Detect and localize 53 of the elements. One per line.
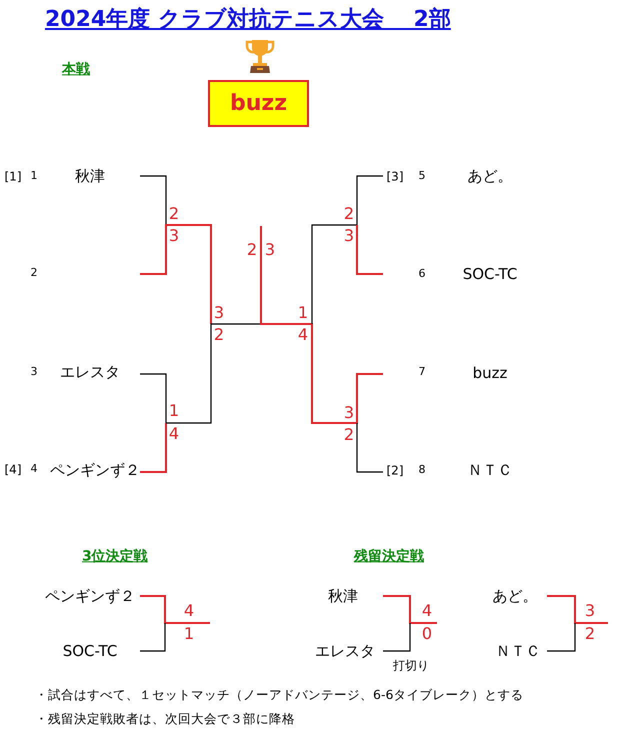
score: 2 xyxy=(214,326,224,344)
score: 2 xyxy=(246,241,258,259)
score: 4 xyxy=(298,326,308,344)
seed-number: [3] xyxy=(386,170,404,184)
section-heading: 残留決定戦 xyxy=(354,549,424,565)
score: 2 xyxy=(168,205,180,223)
score: 3 xyxy=(264,241,276,259)
draw-number: 3 xyxy=(30,366,38,378)
team-name: あど。 xyxy=(492,588,538,604)
team-name: buzz xyxy=(472,364,508,382)
score: 4 xyxy=(184,602,194,620)
team-name: エレスタ xyxy=(315,642,375,660)
champion-box: buzz xyxy=(208,80,309,127)
score: 0 xyxy=(422,625,432,643)
draw-number: 4 xyxy=(30,462,38,476)
team-name: ペンギンず２ xyxy=(45,588,135,604)
draw-number: 6 xyxy=(418,268,426,280)
score: 4 xyxy=(422,602,432,620)
team-name: エレスタ xyxy=(60,364,120,380)
section-heading: 本戦 xyxy=(62,62,90,78)
title: 2024年度 クラブ対抗テニス大会 2部 xyxy=(45,6,451,34)
note: ・残留決定戦敗者は、次回大会で３部に降格 xyxy=(35,712,295,726)
seed-number: [2] xyxy=(386,464,404,478)
note: ・試合はすべて、１セットマッチ（ノーアドバンテージ、6-6タイブレーク）とする xyxy=(35,688,524,702)
remark: 打切り xyxy=(393,659,429,673)
draw-number: 2 xyxy=(30,266,38,280)
section-heading: 3位決定戦 xyxy=(82,549,148,565)
draw-number: 8 xyxy=(418,464,426,476)
score: 3 xyxy=(584,602,596,620)
score: 3 xyxy=(344,404,354,422)
team-name: SOC-TC xyxy=(62,642,118,660)
seed-number: [4] xyxy=(4,463,22,477)
draw-number: 1 xyxy=(30,170,38,182)
score: 3 xyxy=(214,304,224,322)
team-name: SOC-TC xyxy=(462,266,518,282)
score: 3 xyxy=(168,227,180,245)
draw-number: 7 xyxy=(418,366,426,378)
score: 1 xyxy=(168,402,180,420)
team-name: ＮＴＣ xyxy=(496,642,540,660)
score: 1 xyxy=(184,625,194,643)
team-name: 秋津 xyxy=(75,168,105,184)
score: 2 xyxy=(344,205,354,223)
seed-number: [1] xyxy=(4,170,22,184)
team-name: ＮＴＣ xyxy=(468,462,512,478)
team-name: 秋津 xyxy=(328,588,358,604)
score: 3 xyxy=(344,227,354,245)
score: 1 xyxy=(298,304,308,322)
score: 2 xyxy=(344,426,354,444)
score: 2 xyxy=(584,625,596,643)
score: 4 xyxy=(168,425,180,443)
team-name: あど。 xyxy=(468,168,512,184)
draw-number: 5 xyxy=(418,170,426,182)
team-name: ペンギンず２ xyxy=(50,462,140,478)
